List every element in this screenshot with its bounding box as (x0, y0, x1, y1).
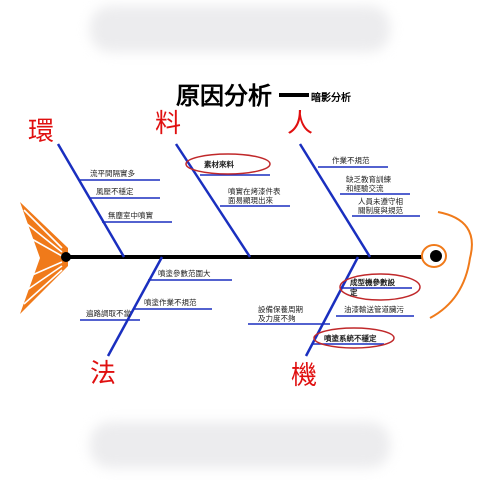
cause-mat-2a: 噴實在烤漆件表 (228, 186, 281, 196)
cause-meth-2: 噴塗作業不規范 (144, 297, 197, 307)
fish-head-icon (421, 211, 473, 319)
cause-env-1: 流平間隔實多 (90, 168, 135, 178)
diagram-title: 原因分析 (176, 82, 272, 110)
top-blur (90, 6, 390, 52)
bottom-blur (90, 422, 390, 468)
bone-material (174, 143, 252, 258)
cause-mach-1a: 成型機參數設 (350, 277, 395, 287)
bone-people (298, 143, 372, 258)
category-material: 料 (155, 109, 181, 139)
cause-meth-1: 噴塗參數范圍大 (158, 268, 211, 278)
cause-meth-3: 遍路調取不當 (86, 308, 131, 318)
cause-mach-1b: 定 (350, 287, 358, 297)
spine-tail-dot (61, 252, 71, 262)
highlight-machine-2 (313, 327, 395, 349)
diagram-subtitle: 暗影分析 (311, 91, 351, 104)
cause-ppl-3a: 人員未遵守相 (358, 196, 403, 206)
category-environment: 環 (28, 117, 54, 147)
highlight-material (185, 153, 271, 175)
cause-mach-2: 油漆輸送管道臟污 (344, 304, 404, 314)
bone-method (106, 256, 164, 357)
cause-ppl-3b: 關制度與規范 (358, 205, 403, 215)
cause-mat-1: 素材來料 (204, 159, 234, 169)
cause-ppl-1: 作業不規范 (332, 155, 370, 165)
cause-mach-3b: 及力度不夠 (258, 313, 296, 323)
category-method: 法 (90, 359, 116, 389)
cause-mach-3a: 設備保養周期 (258, 304, 303, 314)
cause-mach-4: 噴塗系統不穩定 (324, 333, 377, 343)
highlight-machine-1 (339, 273, 421, 301)
tail-fin-icon (20, 202, 68, 314)
cause-env-2: 風壓不穩定 (96, 186, 134, 196)
cause-mat-2b: 面易顯現出來 (228, 195, 273, 205)
category-machine: 機 (291, 361, 317, 391)
bone-environment (56, 143, 126, 258)
cause-ppl-2a: 缺乏教育訓練 (346, 174, 391, 184)
cause-ppl-2b: 和經驗交流 (346, 183, 384, 193)
category-people: 人 (287, 109, 313, 139)
cause-env-3: 無塵室中噴實 (108, 210, 153, 220)
